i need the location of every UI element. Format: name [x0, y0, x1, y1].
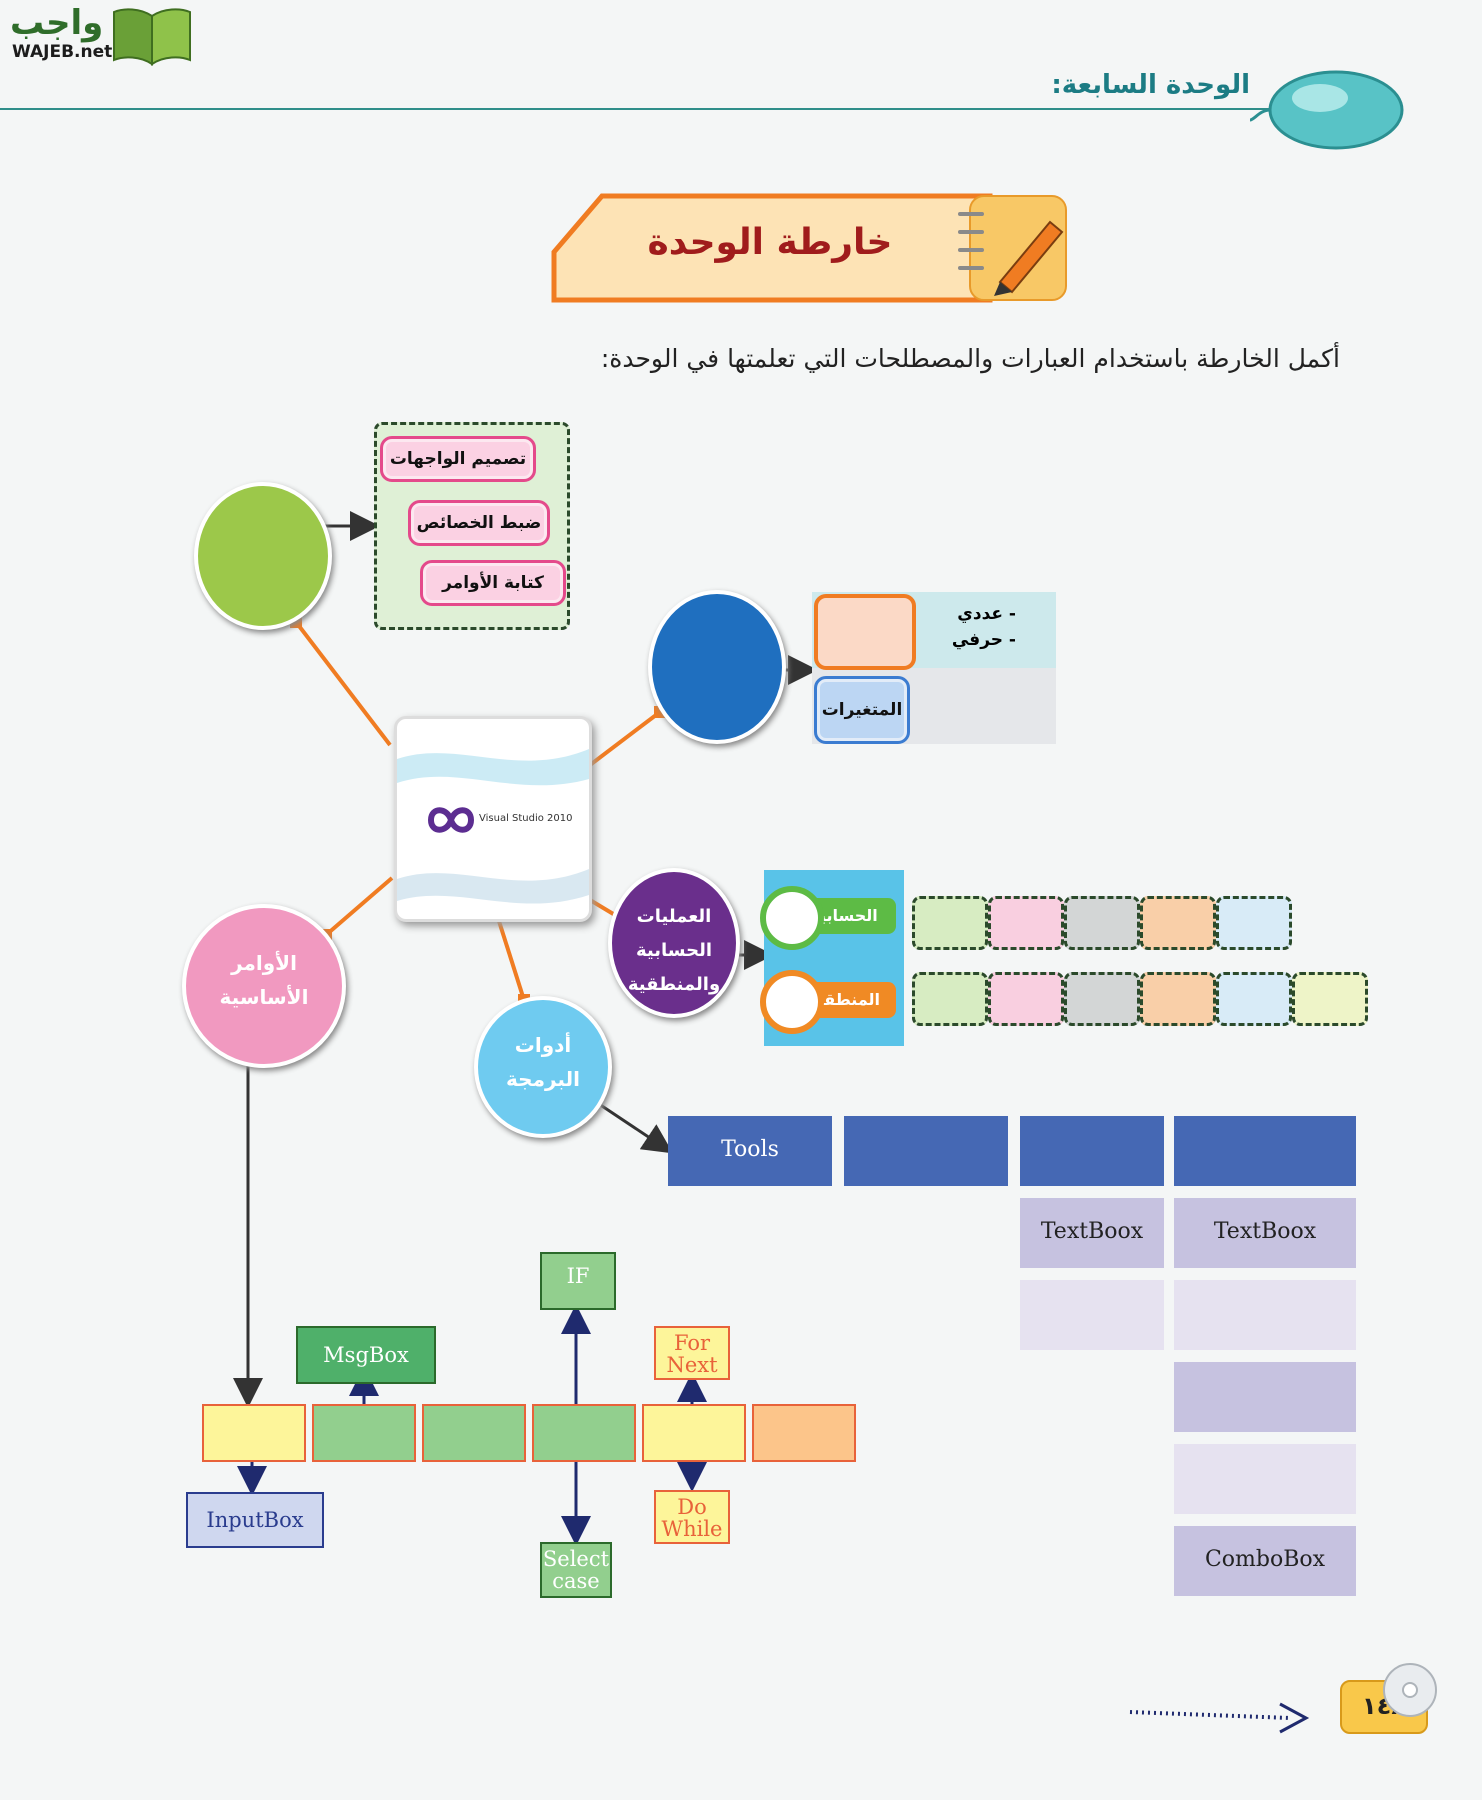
title-banner [551, 193, 1067, 303]
basic-commands-circle-label: الأوامر الأساسية [219, 951, 309, 1009]
header-divider [0, 108, 1300, 110]
blue-circle-blank [648, 590, 786, 744]
arith-slot-5 [1216, 896, 1292, 950]
command-slot-green-1 [312, 1404, 416, 1462]
tools-header-blank-3 [1174, 1116, 1356, 1186]
variable-type-string: - حرفي [951, 630, 1016, 650]
textbox-cell-1: TextBoox [1020, 1198, 1164, 1268]
logic-slot-1 [912, 972, 988, 1026]
arithmetic-circle [760, 886, 824, 950]
visual-studio-logo-card: Visual Studio 2010 [394, 716, 592, 922]
operations-circle-label: العمليات الحسابية والمنطقية [627, 906, 721, 995]
logo-subtext: WAJEB.net [12, 42, 113, 62]
command-slot-green-2 [422, 1404, 526, 1462]
programming-tools-circle: أدوات البرمجة [474, 996, 612, 1138]
command-slot-orange [752, 1404, 856, 1462]
operations-circle: العمليات الحسابية والمنطقية [608, 868, 740, 1018]
do-while-box: Do While [654, 1490, 730, 1544]
variable-type-numeric: - عددي [957, 604, 1016, 624]
banner-title: خارطة الوحدة [647, 222, 893, 263]
basic-commands-circle: الأوامر الأساسية [182, 904, 346, 1068]
tools-header-blank-1 [844, 1116, 1008, 1186]
logic-slot-2 [988, 972, 1064, 1026]
variables-blank-box [814, 594, 916, 670]
logic-slot-5 [1216, 972, 1292, 1026]
for-next-box: For Next [654, 1326, 730, 1380]
command-slot-yellow-2 [642, 1404, 746, 1462]
design-step-properties: ضبط الخصائص [408, 500, 550, 546]
arith-slot-4 [1140, 896, 1216, 950]
unit-title: الوحدة السابعة: [1051, 70, 1250, 100]
arith-slot-1 [912, 896, 988, 950]
logo-text: واجب [10, 3, 104, 43]
logic-slot-3 [1064, 972, 1140, 1026]
command-slot-yellow [202, 1404, 306, 1462]
command-slot-green-3 [532, 1404, 636, 1462]
instruction-text: أكمل الخارطة باستخدام العبارات والمصطلحا… [600, 344, 1340, 373]
tools-header: Tools [668, 1116, 832, 1186]
tools-blank-cell-3 [1174, 1362, 1356, 1432]
if-box: IF [540, 1252, 616, 1310]
logical-circle [760, 970, 824, 1034]
swoosh-graphic [397, 749, 589, 904]
logo: واجب WAJEB.net [10, 0, 191, 70]
logic-slot-4 [1140, 972, 1216, 1026]
product-label: Visual Studio 2010 [479, 813, 573, 824]
book-icon [113, 8, 191, 66]
design-step-code: كتابة الأوامر [420, 560, 566, 606]
cd-icon [1383, 1663, 1437, 1717]
green-circle-blank [194, 482, 332, 630]
tools-blank-cell-1 [1020, 1280, 1164, 1350]
programming-tools-circle-label: أدوات البرمجة [506, 1033, 580, 1091]
mouse-icon [1250, 70, 1404, 150]
arith-slot-2 [988, 896, 1064, 950]
infinity-icon [427, 807, 475, 833]
inputbox-box: InputBox [186, 1492, 324, 1548]
arith-slot-3 [1064, 896, 1140, 950]
tools-blank-cell-2 [1174, 1280, 1356, 1350]
msgbox-box: MsgBox [296, 1326, 436, 1384]
tools-header-blank-2 [1020, 1116, 1164, 1186]
select-case-box: Select case [540, 1542, 612, 1598]
logic-slot-6 [1292, 972, 1368, 1026]
textbox-cell-2: TextBoox [1174, 1198, 1356, 1268]
combobox-cell: ComboBox [1174, 1526, 1356, 1596]
design-step-interfaces: تصميم الواجهات [380, 436, 536, 482]
variables-label: المتغيرات [814, 676, 910, 744]
tools-blank-cell-4 [1174, 1444, 1356, 1514]
